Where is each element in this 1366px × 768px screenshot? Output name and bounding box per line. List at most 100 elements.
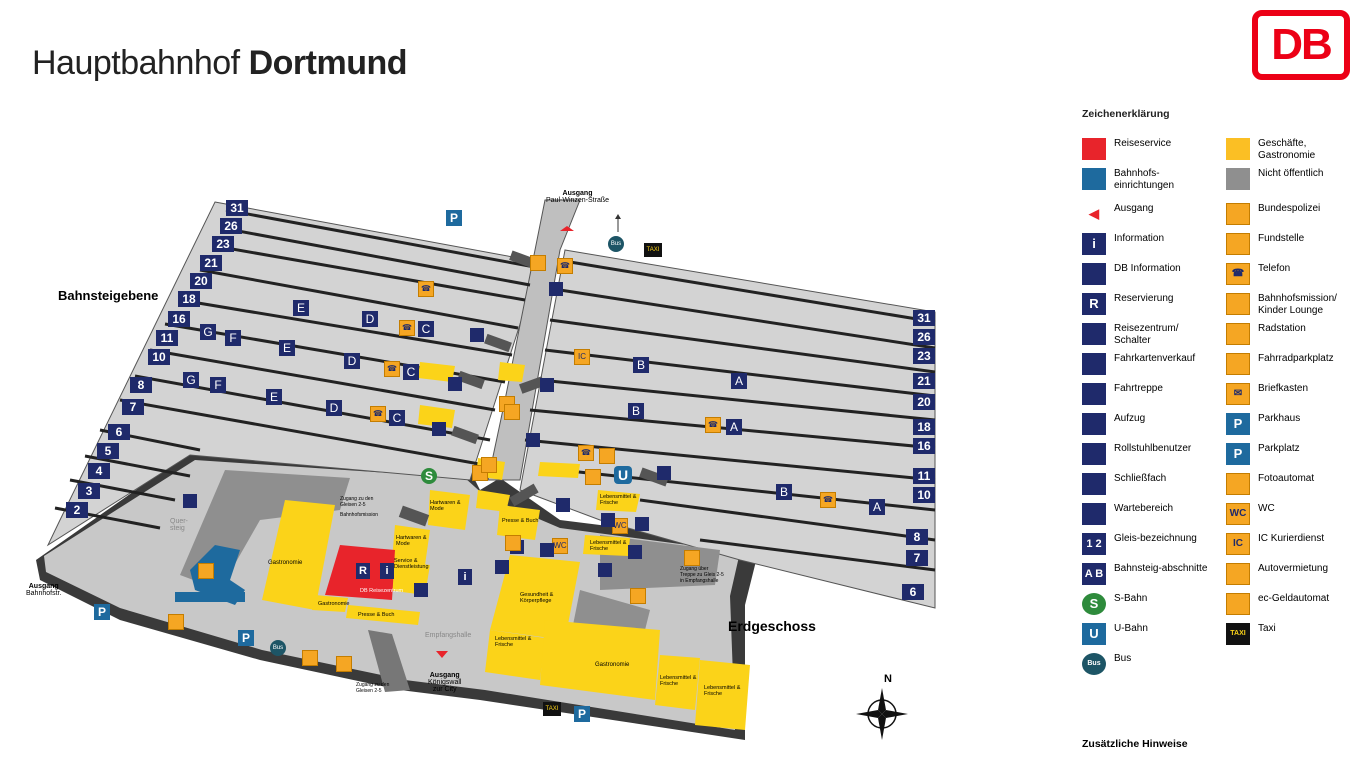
track-number-label: 16 (168, 311, 190, 327)
track-line (225, 208, 541, 270)
legend-label: Fahrkartenverkauf (1114, 353, 1196, 364)
track-line (549, 318, 936, 374)
area-label: Hartwaren & Mode (396, 535, 427, 547)
phone-icon: ☎ (820, 492, 836, 508)
area-label: Empfangshalle (425, 632, 472, 639)
platform-section-label: E (293, 300, 309, 316)
legend-item: Fundstelle (1226, 233, 1304, 255)
area-label: Gastronomie (318, 601, 350, 607)
service-icon (530, 255, 546, 271)
south-stairs (368, 630, 410, 692)
reservation-icon: R (1082, 293, 1106, 315)
legend-label: Radstation (1258, 323, 1306, 334)
parking-garage-icon: P (1226, 413, 1250, 435)
platform-section-label: E (279, 340, 295, 356)
platform-section-label: C (403, 364, 419, 380)
platform-level-label: Bahnsteigebene (58, 288, 159, 303)
escalator (509, 483, 539, 507)
service-icon (504, 404, 520, 420)
legend-heading: Zeichenerklärung (1082, 108, 1170, 120)
shop-area (596, 490, 640, 512)
track-number-label: 3 (78, 483, 100, 499)
phone-icon: ☎ (578, 445, 594, 461)
escalator-icon (1082, 383, 1106, 405)
legend-item: Fahrtreppe (1082, 383, 1163, 405)
mailbox-icon: ✉ (1226, 383, 1250, 405)
service-icon (336, 656, 352, 672)
legend-swatch (1226, 138, 1250, 160)
legend-label: Reiseservice (1114, 138, 1172, 149)
legend-label: Telefon (1258, 263, 1291, 274)
area-label: Bahnhofsmission (340, 512, 379, 518)
platform-section-label: A (869, 499, 885, 515)
track-number-label: 20 (190, 273, 212, 289)
track-number-label: 26 (220, 218, 242, 234)
escalator (519, 376, 545, 394)
platform-section-label: B (628, 403, 644, 419)
area-label: Lebensmittel & Frische (704, 685, 741, 697)
bus-icon: Bus (270, 640, 286, 656)
legend-item: Geschäfte, Gastronomie (1226, 138, 1358, 162)
compass-north-label: N (884, 673, 892, 685)
platform-section-label: D (362, 311, 378, 327)
s-bahn-icon: S (421, 468, 437, 484)
legend-label: DB Information (1114, 263, 1181, 274)
track-number-label: 10 (148, 349, 170, 365)
legend: Zeichenerklärung (1082, 108, 1362, 120)
legend-label: Schließfach (1114, 473, 1167, 484)
facility-area (190, 545, 245, 605)
area-label: Zugang über Treppe zu Gleis 2-5 in Empfa… (680, 566, 724, 584)
legend-label: Fahrtreppe (1114, 383, 1163, 394)
legend-item: Bundespolizei (1226, 203, 1320, 225)
legend-label: Bahnhofs-einrichtungen (1114, 168, 1175, 191)
station-facility-icon (635, 517, 649, 531)
legend-item: Autovermietung (1226, 563, 1328, 585)
platform-section-label: D (344, 353, 360, 369)
photo-booth-icon (1226, 473, 1250, 495)
service-icon (505, 535, 521, 551)
area-label: Hartwaren & Mode (430, 500, 461, 512)
legend-label: Fundstelle (1258, 233, 1305, 244)
track-number-label: 18 (178, 291, 200, 307)
station-facility-icon (448, 377, 462, 391)
atm-icon (1226, 593, 1250, 615)
shop-area (392, 525, 430, 565)
legend-label: Nicht öffentlich (1258, 168, 1324, 179)
legend-label: Reisezentrum/ Schalter (1114, 323, 1179, 346)
platform-section-label: G (183, 372, 199, 388)
track-line (639, 498, 936, 542)
info-icon: i (1082, 233, 1106, 255)
escalator (484, 333, 512, 353)
shop-area (497, 505, 540, 540)
shop-area (418, 362, 455, 382)
phone-icon: ☎ (370, 406, 386, 422)
legend-item: ✉Briefkasten (1226, 383, 1308, 405)
area-label: Presse & Buch (358, 612, 395, 618)
station-facility-icon (628, 545, 642, 559)
travel-center-icon (1082, 323, 1106, 345)
legend-label: Fahrradparkplatz (1258, 353, 1334, 364)
escalator (457, 370, 485, 390)
station-facility-icon (414, 583, 428, 597)
shop-area (498, 362, 525, 382)
shop-area (538, 462, 580, 478)
service-icon (630, 588, 646, 604)
station-facility-icon (432, 422, 446, 436)
legend-item: Schließfach (1082, 473, 1166, 495)
track-number-label: 6 (108, 424, 130, 440)
platform-section-label: E (266, 389, 282, 405)
track-line (84, 454, 191, 478)
track-number-label: 31 (913, 310, 935, 326)
track-number-label: 31 (226, 200, 248, 216)
legend-item: Bahnhofs-einrichtungen (1082, 168, 1214, 192)
track-number-label: 8 (130, 377, 152, 393)
service-icon (481, 457, 497, 473)
exit-arrow-icon (560, 226, 574, 231)
exit-arrow-icon: ◀ (1089, 206, 1099, 221)
